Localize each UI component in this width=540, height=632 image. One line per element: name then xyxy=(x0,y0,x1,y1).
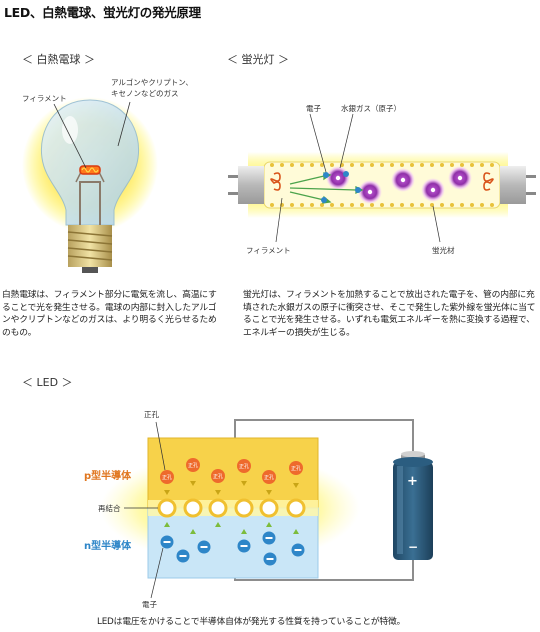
svg-text:正孔: 正孔 xyxy=(239,463,249,470)
fluorescent-description: 蛍光灯は、フィラメントを加熱することで放出された電子を、管の内部に充填された水銀… xyxy=(243,290,536,338)
bulb-base xyxy=(68,225,112,267)
battery-minus-icon: − xyxy=(408,540,419,554)
battery-plus-icon: + xyxy=(407,474,418,489)
fluorescent-label-filament: フィラメント xyxy=(246,246,291,255)
tube-cap-left xyxy=(238,166,264,204)
fluorescent-label-mercury: 水銀ガス（原子） xyxy=(341,104,401,113)
incandescent-bulb-illustration xyxy=(22,97,158,273)
fluorescent-label-phosphor: 蛍光材 xyxy=(432,246,455,255)
svg-text:正孔: 正孔 xyxy=(162,474,172,481)
mercury-atoms xyxy=(326,166,472,204)
led-label-n-type: n型半導体 xyxy=(84,541,132,552)
n-type-layer xyxy=(147,507,319,579)
tube-cap-right xyxy=(500,166,526,204)
fluorescent-label-electron: 電子 xyxy=(306,104,321,113)
led-label-p-type: p型半導体 xyxy=(84,471,132,482)
page-title: LED、白熱電球、蛍光灯の発光原理 xyxy=(4,5,201,20)
led-label-electron: 電子 xyxy=(142,600,157,609)
led-heading: ＜ LED ＞ xyxy=(22,376,73,389)
electrons xyxy=(321,171,361,203)
incandescent-label-gas-1: アルゴンやクリプトン、 xyxy=(111,78,193,87)
hole-arrows xyxy=(164,481,299,495)
bulb-stem xyxy=(79,181,101,225)
led-label-recombination: 再結合 xyxy=(98,504,121,513)
recombination-sites xyxy=(157,498,306,518)
incandescent-label-gas-2: キセノンなどのガス xyxy=(111,89,179,98)
svg-text:正孔: 正孔 xyxy=(264,474,274,481)
fluorescent-tube-illustration xyxy=(228,113,536,243)
holes: 正孔 正孔 正孔 正孔 正孔 正孔 xyxy=(160,458,303,484)
led-caption: LEDは電圧をかけることで半導体自体が発光する性質を持っていることが特徴。 xyxy=(97,617,406,627)
led-electrons xyxy=(160,531,305,566)
fluorescent-heading: ＜ 蛍光灯 ＞ xyxy=(227,53,289,66)
led-label-hole: 正孔 xyxy=(144,410,159,419)
tube-filament-right xyxy=(483,172,494,191)
led-diagram: 正孔 正孔 正孔 正孔 正孔 正孔 xyxy=(100,419,433,599)
svg-text:正孔: 正孔 xyxy=(291,465,301,472)
electron-arrows xyxy=(164,522,299,534)
incandescent-heading: ＜ 白熱電球 ＞ xyxy=(22,53,95,66)
svg-text:正孔: 正孔 xyxy=(213,473,223,480)
p-type-layer xyxy=(147,437,319,509)
tube-filament-left xyxy=(270,172,281,191)
incandescent-label-filament: フィラメント xyxy=(22,94,67,103)
incandescent-description: 白熱電球は、フィラメント部分に電気を流し、高温にすることで光を発生させる。電球の… xyxy=(2,290,217,338)
svg-text:正孔: 正孔 xyxy=(188,462,198,469)
